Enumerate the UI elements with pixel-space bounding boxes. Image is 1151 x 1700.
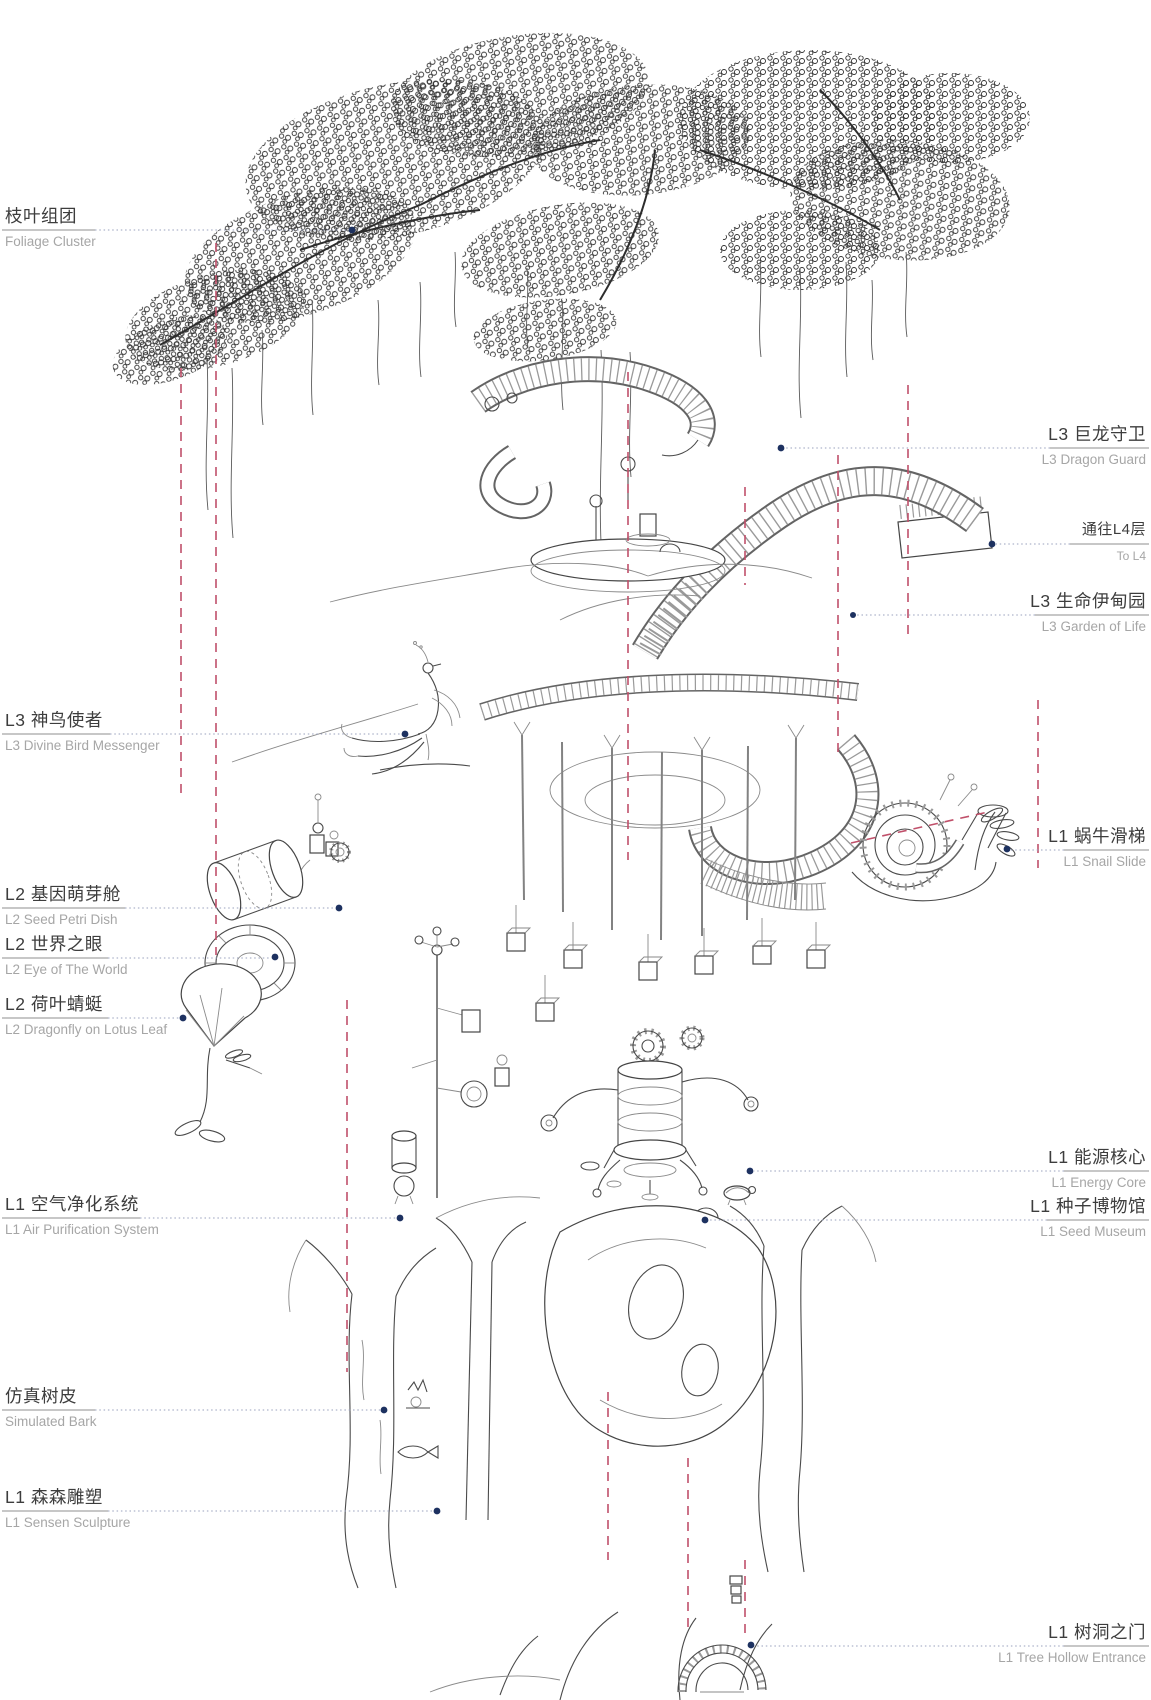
seed-petri-dish-drawing bbox=[206, 793, 351, 921]
tree-hollow-drawing bbox=[677, 1575, 767, 1693]
divine-bird-drawing bbox=[341, 641, 471, 775]
callout-energy-core: L1 能源核心 L1 Energy Core bbox=[1048, 1145, 1146, 1192]
sensen-sculpture-drawing bbox=[397, 1378, 439, 1459]
callout-title-cn: L3 巨龙守卫 bbox=[1048, 424, 1146, 444]
callout-title-cn: L3 神鸟使者 bbox=[5, 710, 103, 730]
projection-dashed-lines bbox=[180, 243, 1039, 1640]
callout-title-cn: 枝叶组团 bbox=[5, 206, 77, 226]
callout-title-en: L3 Garden of Life bbox=[1041, 619, 1146, 634]
callout-simulated-bark: 仿真树皮 Simulated Bark bbox=[5, 1384, 97, 1431]
callout-divine-bird-messenger: L3 神鸟使者 L3 Divine Bird Messenger bbox=[5, 708, 160, 755]
trunk-roots-drawing bbox=[288, 1196, 877, 1700]
callout-title-cn: L2 荷叶蜻蜓 bbox=[5, 994, 103, 1014]
callout-title-en: To L4 bbox=[1116, 549, 1146, 563]
dragon-guard-drawing bbox=[470, 356, 716, 520]
callout-eye-of-the-world: L2 世界之眼 L2 Eye of The World bbox=[5, 932, 128, 979]
callout-title-en: L1 Seed Museum bbox=[1040, 1224, 1146, 1239]
mid-platform-drawing bbox=[231, 562, 880, 911]
callout-title-en: L3 Dragon Guard bbox=[1041, 452, 1146, 467]
callout-title-cn: L2 世界之眼 bbox=[5, 934, 103, 954]
support-poles bbox=[513, 721, 805, 941]
callout-dragonfly-on-lotus: L2 荷叶蜻蜓 L2 Dragonfly on Lotus Leaf bbox=[5, 992, 167, 1039]
callout-title-cn: 通往L4层 bbox=[1081, 521, 1146, 538]
hanging-vines bbox=[205, 251, 908, 561]
callout-dragon-guard: L3 巨龙守卫 L3 Dragon Guard bbox=[1042, 422, 1146, 469]
callout-title-en: Simulated Bark bbox=[5, 1414, 97, 1429]
callout-sensen-sculpture: L1 森森雕塑 L1 Sensen Sculpture bbox=[5, 1485, 130, 1532]
callout-air-purification: L1 空气净化系统 L1 Air Purification System bbox=[5, 1192, 159, 1239]
foliage-canopy bbox=[112, 32, 1030, 385]
callout-title-en: L1 Tree Hollow Entrance bbox=[998, 1650, 1146, 1665]
lotus-dragonfly-drawing bbox=[174, 963, 263, 1143]
energy-core-drawing bbox=[540, 1025, 759, 1201]
callout-snail-slide: L1 蜗牛滑梯 L1 Snail Slide bbox=[1048, 824, 1146, 871]
callout-title-en: L1 Energy Core bbox=[1051, 1175, 1146, 1190]
callout-title-cn: L1 树洞之门 bbox=[1048, 1622, 1146, 1642]
callout-title-en: L3 Divine Bird Messenger bbox=[5, 738, 160, 753]
callout-title-cn: L1 能源核心 bbox=[1048, 1147, 1146, 1167]
callout-title-cn: L1 种子博物馆 bbox=[1030, 1196, 1146, 1216]
callout-title-en: Foliage Cluster bbox=[5, 234, 96, 249]
callout-title-cn: L1 蜗牛滑梯 bbox=[1048, 826, 1146, 846]
hanging-cubes bbox=[506, 905, 832, 1022]
callout-title-cn: 仿真树皮 bbox=[5, 1386, 77, 1406]
callout-title-en: L2 Eye of The World bbox=[5, 962, 128, 977]
callout-title-cn: L3 生命伊甸园 bbox=[1030, 591, 1146, 611]
callout-title-cn: L1 森森雕塑 bbox=[5, 1487, 103, 1507]
callout-foliage-cluster: 枝叶组团 Foliage Cluster bbox=[5, 204, 96, 251]
callout-title-cn: L1 空气净化系统 bbox=[5, 1194, 139, 1214]
callout-title-en: L2 Dragonfly on Lotus Leaf bbox=[5, 1022, 168, 1037]
callout-seed-museum: L1 种子博物馆 L1 Seed Museum bbox=[1030, 1194, 1146, 1241]
callout-title-en: L1 Snail Slide bbox=[1063, 854, 1146, 869]
l4-stair-slide-drawing bbox=[632, 466, 993, 660]
callout-seed-petri-dish: L2 基因萌芽舱 L2 Seed Petri Dish bbox=[5, 882, 121, 929]
callout-garden-of-life: L3 生命伊甸园 L3 Garden of Life bbox=[1030, 589, 1146, 636]
callout-tree-hollow-entrance: L1 树洞之门 L1 Tree Hollow Entrance bbox=[998, 1620, 1146, 1667]
callout-leaders bbox=[2, 226, 1149, 1649]
callout-to-l4: 通往L4层 To L4 bbox=[1082, 518, 1146, 565]
snail-slide-drawing bbox=[851, 773, 1020, 902]
callout-title-cn: L2 基因萌芽舱 bbox=[5, 884, 121, 904]
callout-title-en: L1 Air Purification System bbox=[5, 1222, 159, 1237]
air-purification-drawing bbox=[391, 926, 510, 1205]
callout-title-en: L2 Seed Petri Dish bbox=[5, 912, 118, 927]
callout-title-en: L1 Sensen Sculpture bbox=[5, 1515, 131, 1530]
